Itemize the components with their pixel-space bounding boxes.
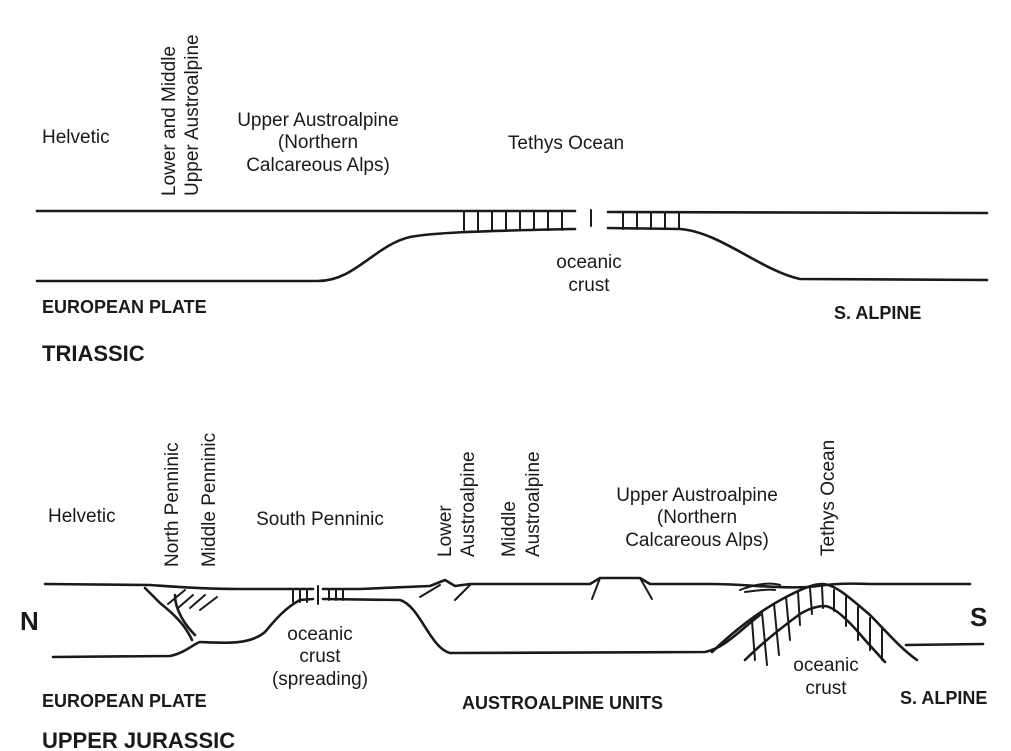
label-oceanic-j: oceanic — [793, 655, 859, 676]
label-lower-middle: Lower and Middle — [159, 46, 180, 196]
label-northern: (Northern — [278, 132, 358, 153]
label-oceanic-spreading-2: crust — [299, 646, 341, 667]
label-upper-austroalpine: Upper Austroalpine — [237, 110, 399, 131]
fault-middle-penninic-3 — [189, 594, 206, 609]
fault-platform-left — [591, 577, 601, 600]
label-middle-penninic: Middle Penninic — [199, 433, 220, 567]
jurassic-crust-base-austroalpine — [321, 597, 762, 655]
fault-lower-austroalpine — [419, 584, 441, 598]
triassic-section: Helvetic Lower and Middle Upper Austroal… — [35, 34, 989, 366]
label-helvetic: Helvetic — [42, 127, 110, 148]
label-middle-austro-1: Middle — [499, 501, 520, 557]
jurassic-section: Helvetic North Penninic Middle Penninic … — [20, 433, 987, 751]
label-lower-austro-1: Lower — [435, 505, 456, 557]
label-lower-austro-2: Austroalpine — [458, 451, 479, 557]
triassic-crust-base-left — [35, 227, 577, 283]
fault-north-penninic — [143, 586, 194, 642]
label-south: S — [970, 602, 987, 632]
label-period-upper-jurassic: UPPER JURASSIC — [42, 728, 235, 751]
jurassic-crust-base — [51, 597, 315, 659]
tethys-fold — [739, 582, 781, 593]
label-helvetic-j: Helvetic — [48, 506, 116, 527]
label-south-penninic: South Penninic — [256, 509, 384, 530]
label-middle-austro-2: Austroalpine — [523, 451, 544, 557]
label-s-alpine-j: S. ALPINE — [900, 688, 987, 708]
label-period-triassic: TRIASSIC — [42, 341, 145, 366]
fault-middle-penninic-1 — [167, 589, 186, 605]
label-upper-austroalpine-vertical: Upper Austroalpine — [182, 34, 203, 196]
label-calcareous-alps-j: Calcareous Alps) — [625, 530, 769, 551]
label-crust-j: crust — [805, 678, 847, 699]
label-oceanic-spreading-1: oceanic — [287, 624, 353, 645]
fault-lower-austroalpine-2 — [454, 584, 471, 601]
label-north: N — [20, 606, 39, 636]
triassic-top-surface-right — [606, 210, 989, 215]
tethys-slab-top — [710, 582, 919, 662]
jurassic-spreading-crust-right — [328, 588, 344, 601]
triassic-oceanic-crust-left — [463, 210, 563, 231]
triassic-oceanic-crust-right — [622, 211, 680, 230]
label-upper-austroalpine-j: Upper Austroalpine — [616, 485, 778, 506]
label-european-plate: EUROPEAN PLATE — [42, 297, 207, 317]
label-oceanic-spreading-3: (spreading) — [272, 669, 368, 690]
jurassic-crust-base-right — [904, 642, 985, 647]
fault-middle-penninic-4 — [199, 596, 218, 611]
fault-middle-penninic-2 — [177, 594, 194, 609]
label-calcareous-alps: Calcareous Alps) — [246, 155, 390, 176]
label-european-plate-j: EUROPEAN PLATE — [42, 691, 207, 711]
label-austroalpine-units: AUSTROALPINE UNITS — [462, 693, 663, 713]
jurassic-top-surface-middle — [321, 576, 972, 591]
jurassic-top-surface-left — [43, 582, 315, 591]
label-s-alpine: S. ALPINE — [834, 303, 921, 323]
label-crust: crust — [568, 275, 610, 296]
label-north-penninic: North Penninic — [162, 442, 183, 567]
label-tethys-ocean: Tethys Ocean — [508, 133, 624, 154]
middle-penninic-block — [173, 593, 197, 637]
triassic-crust-base-right — [606, 226, 989, 282]
label-northern-j: (Northern — [657, 507, 737, 528]
fault-platform-right — [639, 577, 653, 600]
label-oceanic: oceanic — [556, 252, 622, 273]
label-tethys-ocean-j: Tethys Ocean — [818, 440, 839, 556]
jurassic-spreading-crust-left — [292, 588, 308, 603]
tethys-oceanic-crust-ticks — [751, 585, 883, 666]
